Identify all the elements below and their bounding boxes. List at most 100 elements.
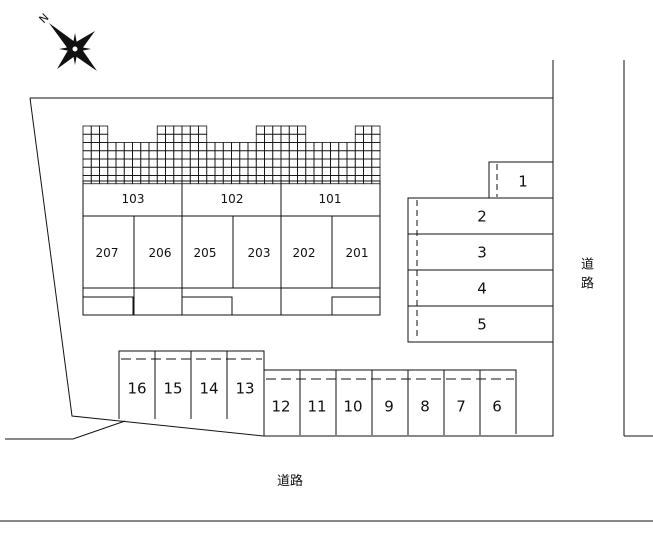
- balcony-grid-cell: [354, 175, 364, 185]
- balcony-grid-cell: [280, 166, 290, 176]
- balcony-grid-cell: [371, 142, 381, 152]
- balcony-grid-cell: [82, 166, 92, 176]
- balcony-grid-cell: [181, 158, 191, 168]
- balcony-grid-cell: [272, 133, 282, 143]
- balcony-grid-cell: [189, 133, 199, 143]
- balcony-grid-cell: [140, 166, 150, 176]
- balcony-grid-cell: [247, 175, 257, 185]
- balcony-grid-cell: [181, 125, 191, 135]
- balcony-grid-cell: [346, 175, 356, 185]
- unit-label: 103: [121, 192, 145, 206]
- balcony-grid-cell: [231, 175, 241, 185]
- balcony-grid-cell: [346, 150, 356, 160]
- balcony-grid-cell: [148, 166, 158, 176]
- balcony-grid-cell: [90, 166, 100, 176]
- balcony-grid-cell: [214, 166, 224, 176]
- balcony-grid-cell: [214, 150, 224, 160]
- parking-row-outline: [264, 369, 517, 434]
- balcony-grid-cell: [321, 150, 331, 160]
- balcony-grid-cell: [338, 158, 348, 168]
- balcony-grid-cell: [288, 158, 298, 168]
- balcony-grid-cell: [123, 166, 133, 176]
- balcony-grid-cell: [239, 166, 249, 176]
- balcony-grid-cell: [255, 142, 265, 152]
- parking-slot-1-outline: [488, 161, 553, 198]
- balcony-grid-cell: [222, 166, 232, 176]
- balcony-grid-cell: [198, 133, 208, 143]
- balcony-grid-cell: [140, 175, 150, 185]
- balcony-grid-cell: [363, 175, 373, 185]
- unit-label: 206: [148, 246, 172, 260]
- unit-label: 203: [247, 246, 271, 260]
- parking-bottom-left-row: [118, 350, 265, 436]
- balcony-grid-cell: [354, 125, 364, 135]
- balcony-grid-cell: [90, 133, 100, 143]
- balcony-grid-cell: [107, 158, 117, 168]
- balcony-grid-cell: [288, 133, 298, 143]
- balcony-grid-cell: [321, 158, 331, 168]
- balcony-grid-cell: [156, 175, 166, 185]
- balcony-grid-cell: [99, 142, 109, 152]
- balcony-grid-cell: [264, 175, 274, 185]
- balcony-grid-cell: [82, 142, 92, 152]
- balcony-grid-cell: [288, 166, 298, 176]
- balcony-grid-cell: [165, 175, 175, 185]
- balcony-grid-cell: [330, 158, 340, 168]
- unit-label: 102: [220, 192, 244, 206]
- unit-label: 201: [345, 246, 369, 260]
- compass-hub: [71, 45, 79, 53]
- balcony-grid-cell: [288, 150, 298, 160]
- balcony-grid-cell: [354, 158, 364, 168]
- site-boundary: [29, 97, 554, 437]
- balcony-grid-cell: [354, 150, 364, 160]
- balcony-grid-cell: [165, 125, 175, 135]
- balcony-grid-cell: [181, 142, 191, 152]
- balcony-grid-cell: [82, 125, 92, 135]
- balcony-grid-cell: [371, 175, 381, 185]
- compass-point-short-1: [72, 33, 78, 49]
- balcony-grid-cell: [272, 175, 282, 185]
- balcony-grid-cell: [198, 142, 208, 152]
- balcony-grid-cell: [132, 166, 142, 176]
- balcony-grid-cell: [264, 150, 274, 160]
- balcony-grid-cell: [140, 150, 150, 160]
- balcony-grid-cell: [189, 158, 199, 168]
- balcony-grid-cell: [264, 166, 274, 176]
- balcony-grid-cell: [338, 142, 348, 152]
- balcony-grid-cell: [206, 175, 216, 185]
- balcony-grid-cell: [247, 150, 257, 160]
- parking-slot-label: 2: [477, 207, 487, 226]
- balcony-grid-cell: [214, 175, 224, 185]
- balcony-grid-cell: [181, 150, 191, 160]
- balcony-grid-cell: [107, 150, 117, 160]
- balcony-grid-cell: [165, 158, 175, 168]
- balcony-grid-cell: [123, 158, 133, 168]
- balcony-grid-cell: [297, 125, 307, 135]
- balcony-grid-cell: [371, 150, 381, 160]
- balcony-grid-cell: [173, 150, 183, 160]
- balcony-grid-cell: [346, 142, 356, 152]
- balcony-grid-cell: [363, 150, 373, 160]
- parking-slot-label: 5: [477, 315, 487, 334]
- parking-slot-label: 4: [477, 279, 487, 298]
- balcony-grid-cell: [280, 158, 290, 168]
- compass-point-short-2: [72, 49, 78, 65]
- balcony-grid-cell: [214, 158, 224, 168]
- balcony-grid-cell: [313, 166, 323, 176]
- balcony-grid-cell: [82, 150, 92, 160]
- stair-box-3: [331, 296, 380, 315]
- balcony-grid-cell: [206, 158, 216, 168]
- balcony-grid-cell: [363, 166, 373, 176]
- balcony-grid-cell: [305, 166, 315, 176]
- balcony-grid-cell: [90, 150, 100, 160]
- parking-right-column: [407, 161, 553, 343]
- balcony-grid-cell: [132, 150, 142, 160]
- balcony-grid-cell: [371, 125, 381, 135]
- unit-label: 202: [292, 246, 316, 260]
- balcony-grid-cell: [338, 175, 348, 185]
- balcony-grid-cell: [123, 175, 133, 185]
- balcony-grid-cell: [255, 125, 265, 135]
- balcony-grid-cell: [321, 166, 331, 176]
- balcony-grid-cell: [247, 166, 257, 176]
